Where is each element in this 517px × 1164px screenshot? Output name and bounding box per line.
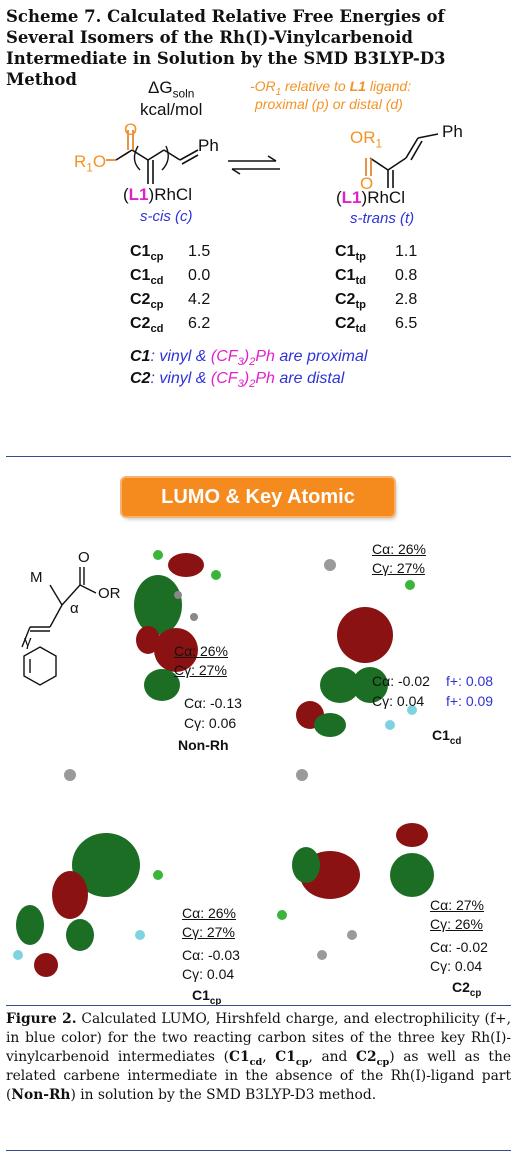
label-or: OR	[98, 585, 121, 602]
c1cd-orbital-image	[296, 559, 417, 737]
scheme-7: ΔGsoln kcal/mol -OR1 relative to L1 liga…	[0, 78, 517, 460]
carbene-skeleton	[21, 567, 97, 686]
s-cis-label: s-cis (c)	[140, 208, 193, 225]
units-label: kcal/mol	[140, 100, 203, 119]
ligand-note: -OR1 relative to L1 ligand:	[250, 78, 412, 98]
s-trans-or1: OR1	[350, 128, 383, 151]
s-trans-structure-bonds	[365, 133, 439, 188]
non-rh-ca-percent: Cα: 26%	[174, 643, 229, 659]
c1cd-cg-percent: Cγ: 27%	[372, 560, 425, 576]
scheme-title: Scheme 7. Calculated Relative Free Energ…	[6, 7, 446, 89]
s-cis-ph: Ph	[198, 136, 219, 155]
c1cd-ca-charge: Cα: -0.02	[372, 673, 430, 689]
c2cp-label: C2cp	[452, 979, 482, 999]
c2cp-orbital-image	[277, 769, 434, 960]
non-rh-ca-charge: Cα: -0.13	[184, 695, 242, 711]
non-rh-cg-percent: Cγ: 27%	[174, 662, 227, 678]
c1cd-cg-electrophilicity: f+: 0.09	[446, 693, 494, 709]
figure-2: LUMO & Key Atomic Charges M O OR α γ	[0, 465, 517, 1007]
caption-divider	[6, 1005, 511, 1006]
c1cd-label: C1cd	[432, 727, 462, 747]
s-cis-r1o: R1O	[74, 152, 107, 175]
c1cp-cg-percent: Cγ: 27%	[182, 924, 235, 940]
label-m: M	[30, 569, 43, 586]
s-cis-carbonyl-o: O	[124, 120, 138, 139]
c2cp-ca-percent: Cα: 27%	[430, 897, 485, 913]
c1cp-label: C1cp	[192, 987, 222, 1007]
c1cp-cg-charge: Cγ: 0.04	[182, 966, 235, 982]
delta-g-label: ΔGsoln	[148, 78, 195, 101]
s-cis-structure-bonds	[106, 130, 199, 184]
c1cp-ca-percent: Cα: 26%	[182, 905, 237, 921]
figure-caption: Figure 2. Calculated LUMO, Hirshfeld cha…	[6, 1011, 512, 1103]
s-trans-label: s-trans (t)	[350, 210, 415, 227]
legend-c2: C2: vinyl & (CF3)2Ph are distal	[130, 370, 345, 391]
s-trans-carbonyl-o: O	[360, 174, 374, 193]
c1cp-ca-charge: Cα: -0.03	[182, 947, 240, 963]
c2cp-cg-percent: Cγ: 26%	[430, 916, 483, 932]
s-trans-ph: Ph	[442, 122, 463, 141]
ligand-note-line2: proximal (p) or distal (d)	[255, 96, 403, 112]
s-cis-rh-complex: (L1)RhCl	[123, 185, 192, 204]
section-divider	[6, 456, 511, 457]
figure-banner: LUMO & Key Atomic Charges	[122, 478, 394, 546]
c1cd-ca-electrophilicity: f+: 0.08	[446, 673, 494, 689]
s-trans-rh-complex: (L1)RhCl	[336, 188, 405, 207]
non-rh-label: Non-Rh	[178, 737, 229, 753]
c1cd-cg-charge: Cγ: 0.04	[372, 693, 425, 709]
bottom-divider	[6, 1150, 511, 1151]
label-gamma: γ	[24, 633, 32, 650]
c2cp-cg-charge: Cγ: 0.04	[430, 958, 483, 974]
non-rh-orbital-image	[134, 550, 221, 701]
c1cd-ca-percent: Cα: 26%	[372, 541, 427, 557]
label-alpha: α	[70, 600, 79, 617]
legend-c1: C1: vinyl & (CF3)2Ph are proximal	[130, 348, 368, 369]
non-rh-cg-charge: Cγ: 0.06	[184, 715, 237, 731]
equilibrium-arrows	[228, 155, 280, 175]
label-o: O	[78, 549, 90, 566]
c2cp-ca-charge: Cα: -0.02	[430, 939, 488, 955]
c1cp-orbital-image	[13, 769, 163, 977]
